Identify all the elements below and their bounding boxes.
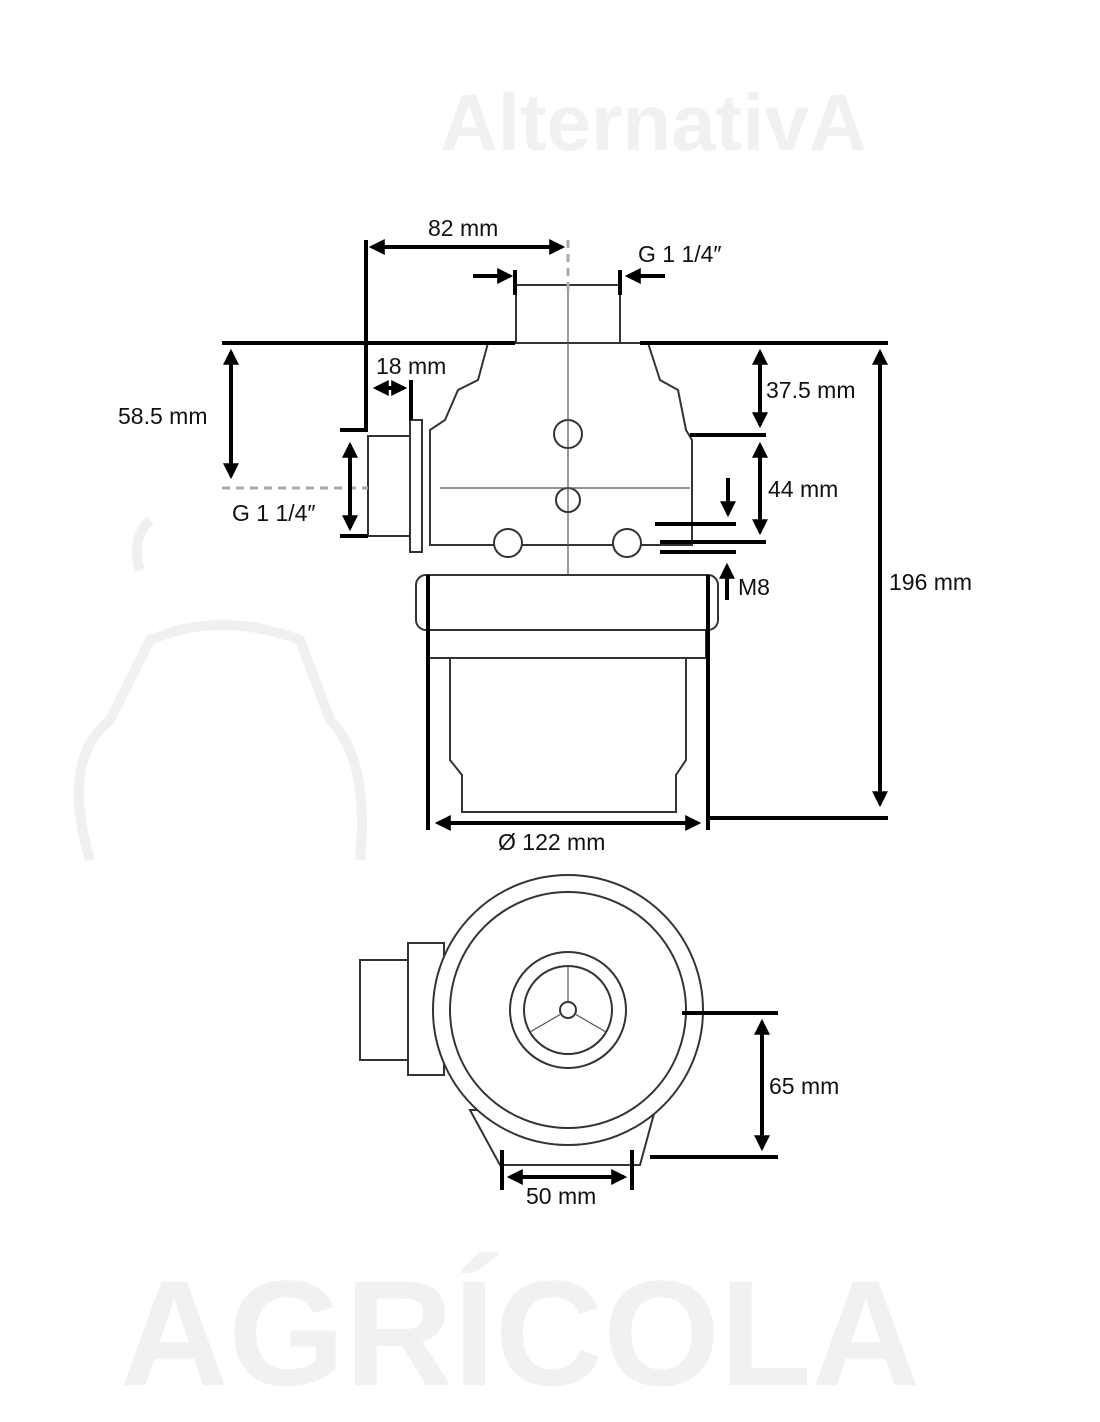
label-18mm: 18 mm [376, 353, 446, 379]
label-82mm: 82 mm [428, 215, 498, 241]
filter-top-view [359, 874, 704, 1166]
watermark-line1: AlternativA [440, 78, 867, 167]
label-196mm: 196 mm [889, 569, 972, 595]
label-side-thread: G 1 1/4″ [232, 500, 316, 526]
tractor-logo-icon [73, 516, 367, 862]
watermark: AlternativA AGRÍCOLA [120, 78, 920, 1417]
label-top-thread: G 1 1/4″ [638, 241, 722, 267]
label-58-5mm: 58.5 mm [118, 403, 207, 429]
label-44mm: 44 mm [768, 476, 838, 502]
label-65mm: 65 mm [769, 1073, 839, 1099]
top-view-dimension-lines [500, 1011, 778, 1190]
filter-bowl [449, 657, 687, 813]
label-m8: M8 [738, 574, 770, 600]
watermark-line2: AGRÍCOLA [120, 1249, 920, 1417]
label-diameter: Ø 122 mm [498, 829, 605, 855]
dimension-lines [222, 239, 888, 831]
bowl-ring [415, 574, 719, 631]
label-37-5mm: 37.5 mm [766, 377, 855, 403]
label-50mm: 50 mm [526, 1183, 596, 1209]
filter-side-view [367, 284, 719, 813]
